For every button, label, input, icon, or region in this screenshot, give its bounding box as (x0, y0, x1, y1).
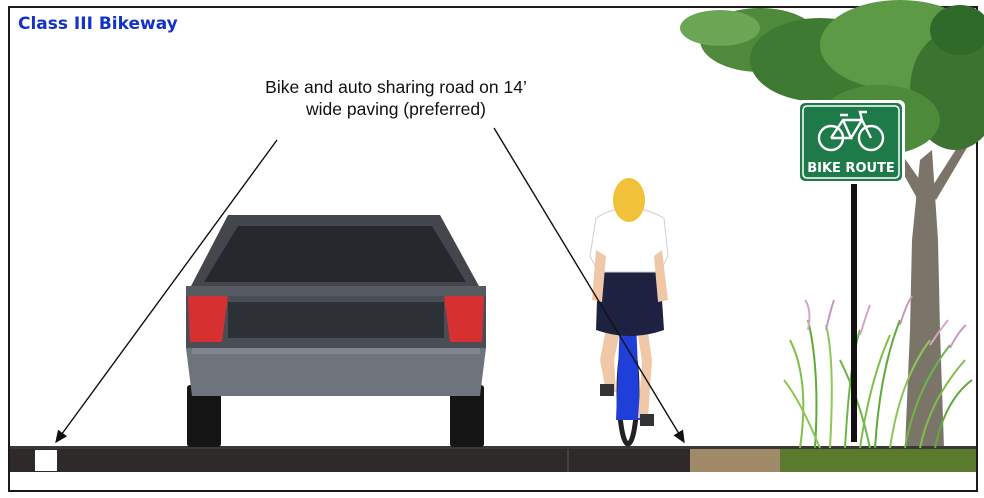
car-taillight-left (188, 296, 228, 342)
caption-line-2: wide paving (preferred) (226, 98, 566, 120)
ornamental-grass (784, 296, 972, 448)
car (186, 215, 486, 447)
car-bumper (186, 348, 486, 396)
road-pavement (10, 446, 976, 472)
bike-route-sign: BIKE ROUTE (797, 100, 905, 442)
car-taillight-right (444, 296, 484, 342)
car-rear-window (204, 226, 466, 282)
car-trunk-panel (228, 302, 444, 338)
cyclist (590, 178, 668, 444)
sign-text: BIKE ROUTE (807, 161, 895, 176)
edge-stripe (35, 450, 57, 471)
cyclist-hair (613, 178, 645, 222)
caption-line-1: Bike and auto sharing road on 14’ (226, 76, 566, 98)
diagram-title: Class III Bikeway (18, 14, 178, 34)
annotation-caption: Bike and auto sharing road on 14’ wide p… (226, 76, 566, 120)
